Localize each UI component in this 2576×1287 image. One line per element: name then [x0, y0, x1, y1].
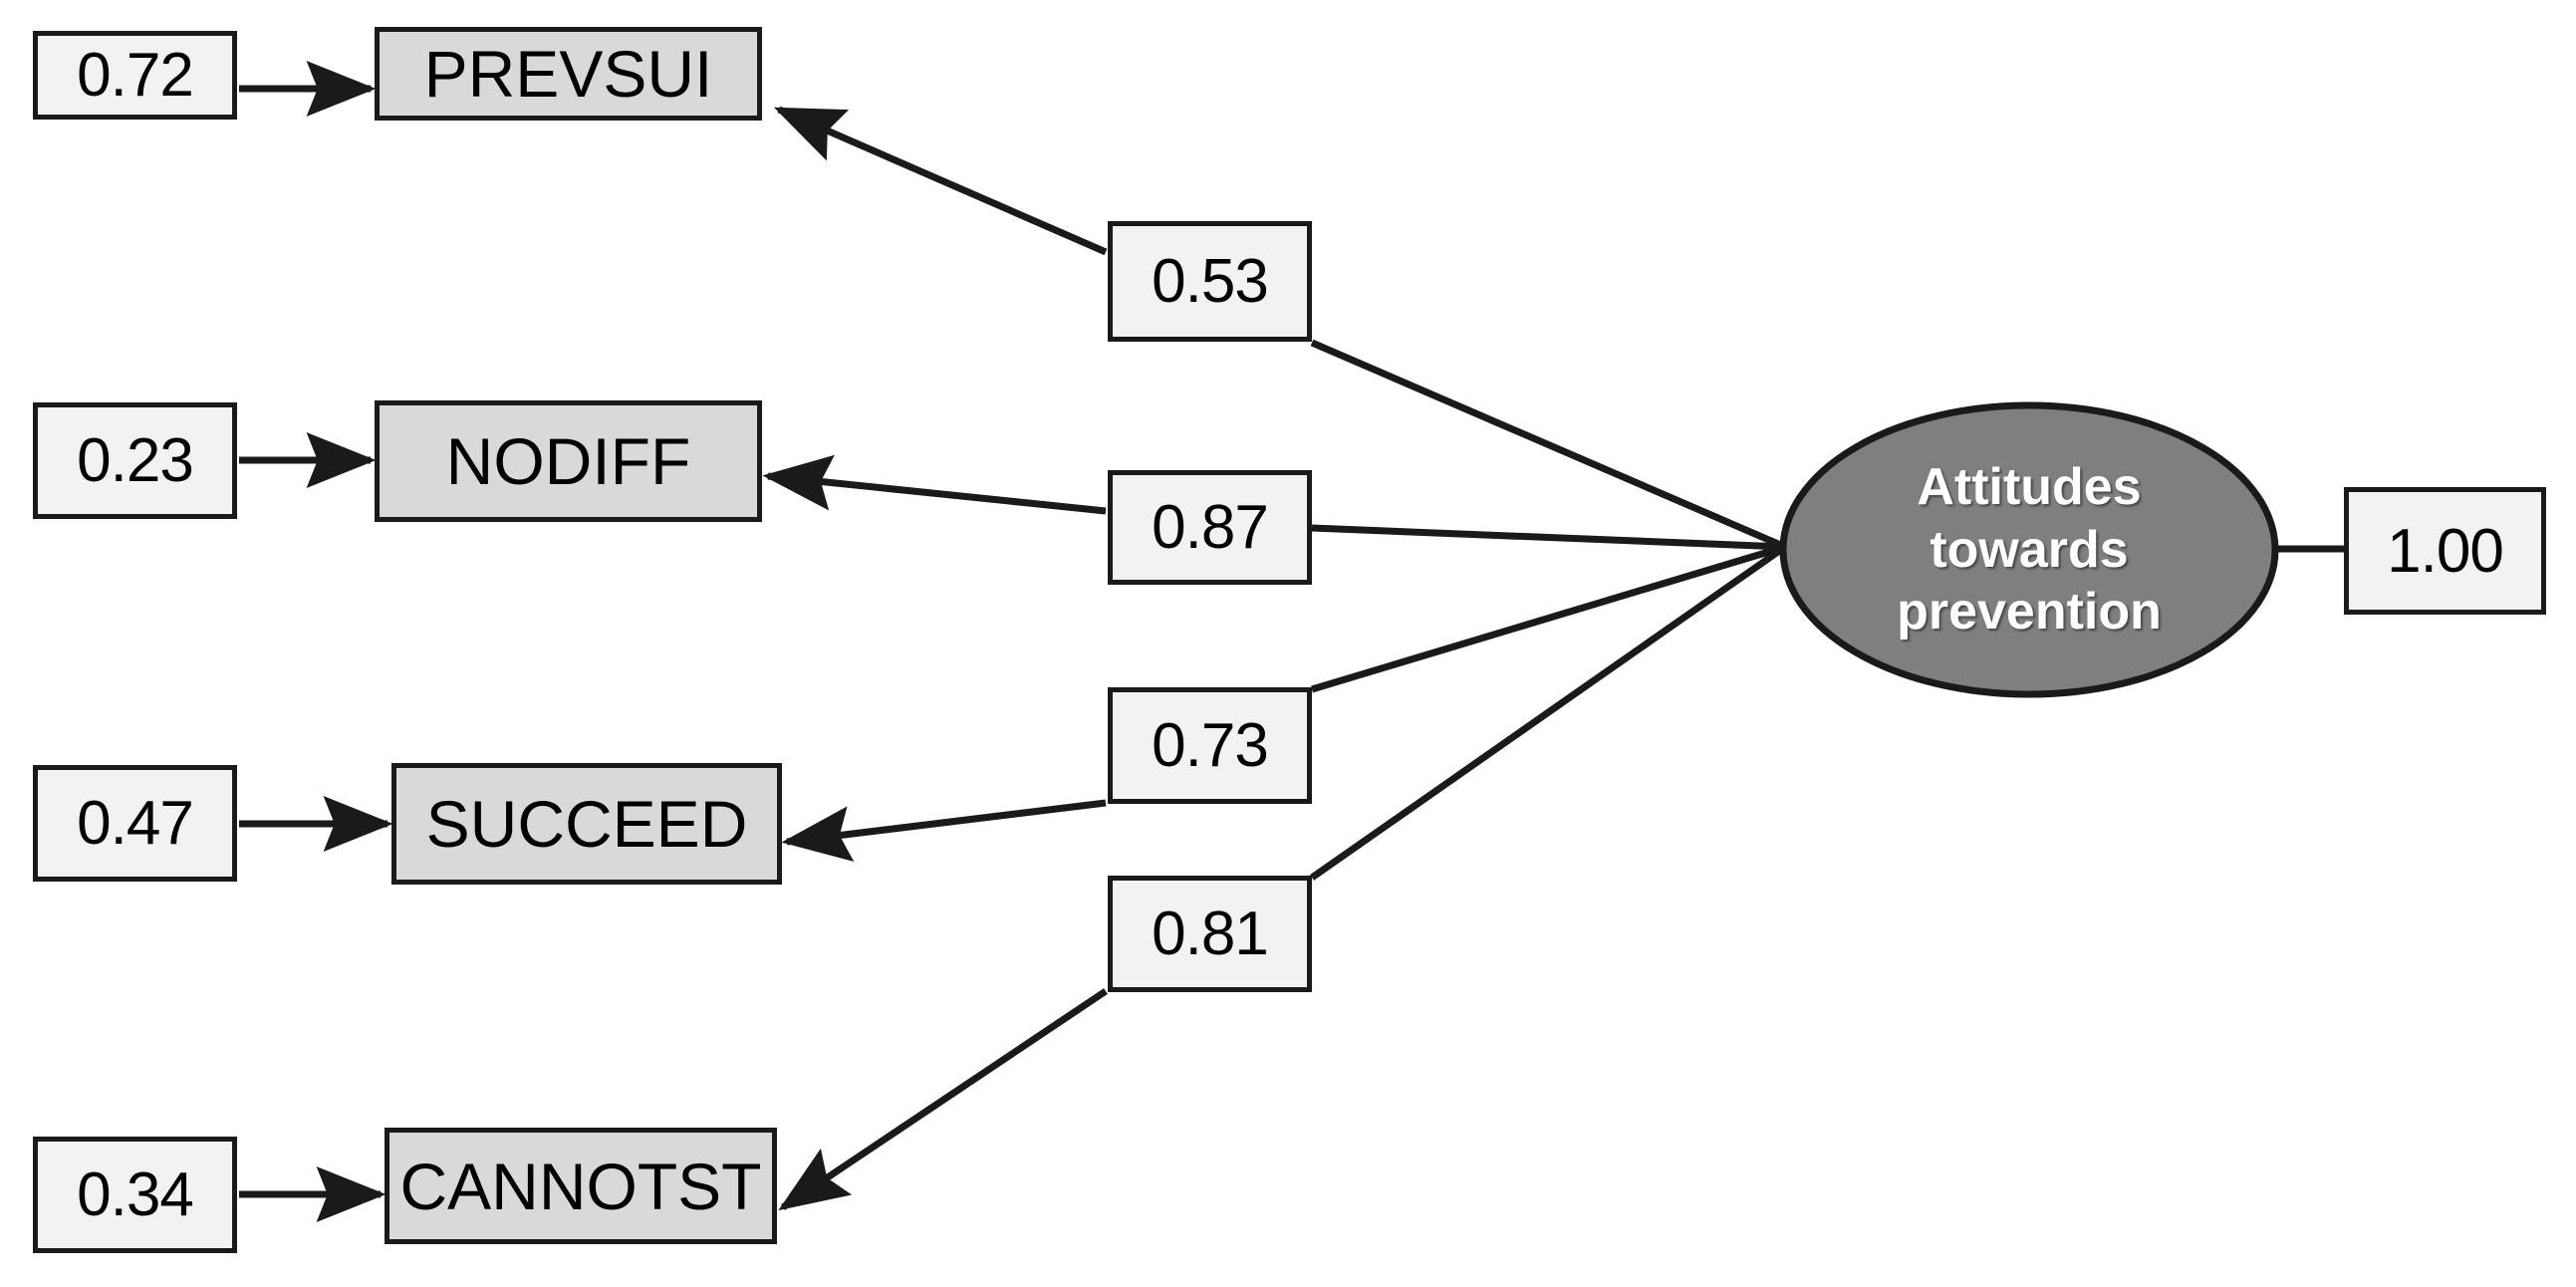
error-box-cannotst[interactable]: 0.34 — [33, 1137, 237, 1253]
loading-box-nodiff[interactable]: 0.87 — [1108, 470, 1312, 585]
indicator-label-prevsui: PREVSUI — [423, 37, 713, 111]
arrow-loading-succeed — [781, 799, 1107, 863]
loading-value-succeed: 0.73 — [1152, 711, 1269, 780]
line-latent-to-loading-nodiff — [1311, 524, 1786, 551]
arrow-loading-cannotst — [778, 988, 1108, 1211]
latent-variance-box[interactable]: 1.00 — [2344, 487, 2546, 615]
arrow-loading-nodiff — [762, 454, 1107, 515]
error-box-prevsui[interactable]: 0.72 — [33, 31, 237, 120]
error-value-succeed: 0.47 — [77, 789, 194, 858]
indicator-box-nodiff[interactable]: NODIFF — [375, 400, 762, 522]
error-value-cannotst: 0.34 — [77, 1160, 194, 1229]
error-box-nodiff[interactable]: 0.23 — [33, 402, 237, 519]
loading-box-prevsui[interactable]: 0.53 — [1108, 221, 1312, 342]
loading-box-cannotst[interactable]: 0.81 — [1108, 876, 1312, 992]
indicator-box-prevsui[interactable]: PREVSUI — [375, 27, 762, 121]
latent-variance-value: 1.00 — [2387, 516, 2504, 586]
loading-value-cannotst: 0.81 — [1152, 900, 1269, 968]
error-value-nodiff: 0.23 — [77, 426, 194, 495]
error-value-prevsui: 0.72 — [77, 41, 194, 110]
loading-box-succeed[interactable]: 0.73 — [1108, 687, 1312, 804]
error-box-succeed[interactable]: 0.47 — [33, 765, 237, 882]
indicator-label-cannotst: CANNOTST — [399, 1149, 762, 1223]
line-latent-to-loading-prevsui — [1310, 339, 1787, 551]
arrow-loading-prevsui — [773, 106, 1108, 256]
latent-variable-ellipse[interactable] — [1779, 401, 2279, 698]
indicator-label-nodiff: NODIFF — [445, 424, 691, 498]
line-latent-to-loading-cannotst — [1309, 544, 1788, 881]
indicator-box-succeed[interactable]: SUCCEED — [391, 763, 782, 885]
line-latent-to-loading-succeed — [1310, 543, 1787, 693]
loading-value-prevsui: 0.53 — [1152, 247, 1269, 316]
indicator-label-succeed: SUCCEED — [425, 787, 748, 861]
indicator-box-cannotst[interactable]: CANNOTST — [385, 1128, 777, 1244]
loading-value-nodiff: 0.87 — [1152, 493, 1269, 562]
